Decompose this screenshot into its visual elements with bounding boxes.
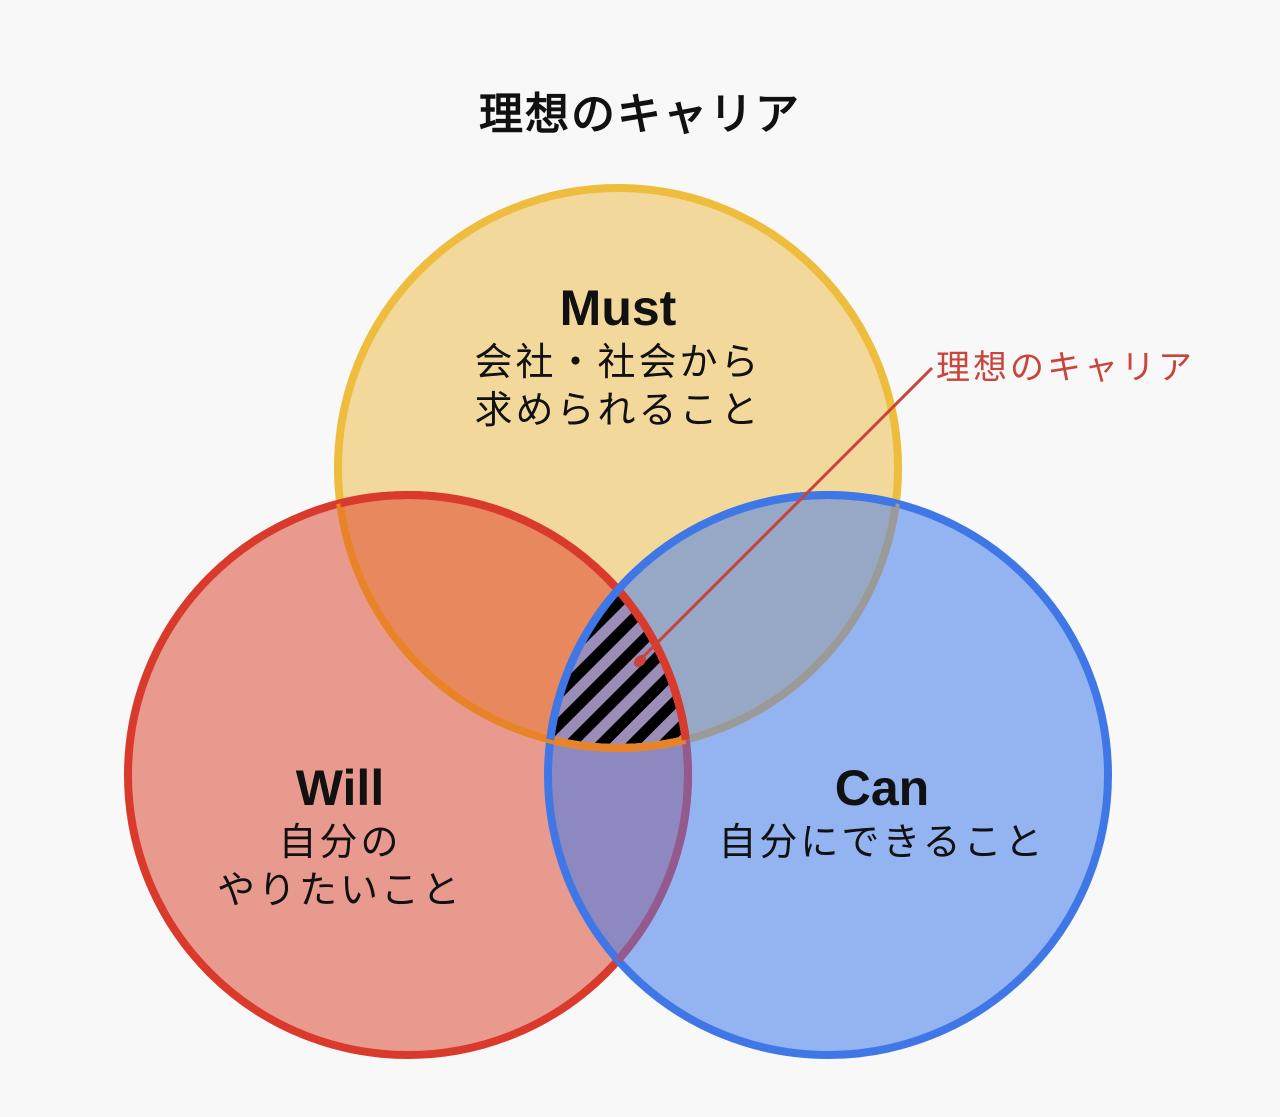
callout-label: 理想のキャリア (936, 348, 1195, 388)
must-description-line1: 会社・社会から (474, 340, 762, 384)
must-description-line2: 求められること (474, 388, 762, 432)
will-description-line1: 自分の (278, 820, 402, 864)
will-label: Will 自分の やりたいこと (140, 758, 540, 914)
must-can-overlap (548, 495, 898, 748)
can-heading: Can (834, 760, 930, 816)
can-label: Can 自分にできること (682, 758, 1082, 866)
must-label: Must 会社・社会から 求められること (418, 278, 818, 434)
will-description-line2: やりたいこと (216, 868, 463, 912)
can-description-line1: 自分にできること (718, 820, 1046, 864)
callout-leader (633, 366, 934, 668)
must-heading: Must (559, 280, 677, 336)
will-heading: Will (295, 760, 385, 816)
diagram-title: 理想のキャリア (479, 89, 801, 140)
must-will-overlap (338, 495, 688, 748)
